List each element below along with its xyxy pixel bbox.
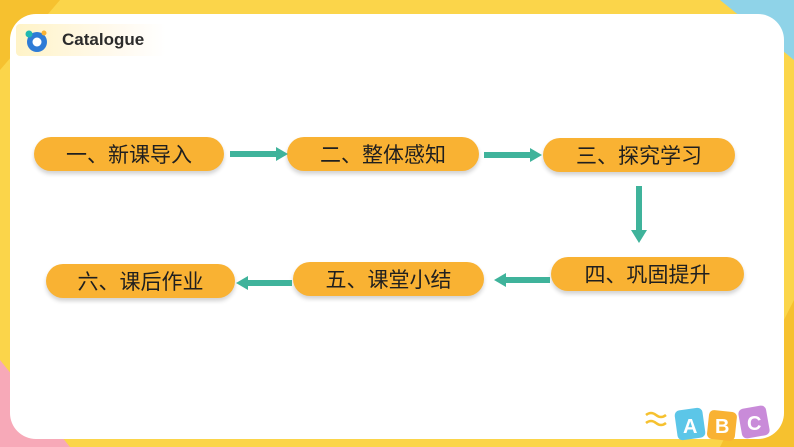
header-title: Catalogue	[62, 30, 145, 49]
abc-blocks-decoration: A B C	[645, 405, 770, 441]
arrow-right-icon	[484, 148, 542, 162]
content-card	[10, 14, 784, 439]
arrow-down-icon	[631, 186, 647, 243]
step-4-consolidation[interactable]: 四、巩固提升	[551, 257, 744, 291]
step-3-inquiry-learning[interactable]: 三、探究学习	[543, 138, 735, 172]
step-5-summary[interactable]: 五、课堂小结	[293, 262, 484, 296]
block-letter-b: B	[715, 416, 729, 438]
arrow-left-icon	[236, 276, 292, 290]
section-header: Catalogue	[16, 22, 186, 58]
step-6-homework[interactable]: 六、课后作业	[46, 264, 235, 298]
logo-icon	[25, 30, 47, 52]
block-letter-c: C	[747, 413, 761, 435]
arrow-right-icon	[230, 147, 288, 161]
step-1-new-lesson[interactable]: 一、新课导入	[34, 137, 224, 171]
block-letter-a: A	[683, 416, 697, 438]
arrow-left-icon	[494, 273, 550, 287]
step-2-overall-perception[interactable]: 二、整体感知	[287, 137, 479, 171]
